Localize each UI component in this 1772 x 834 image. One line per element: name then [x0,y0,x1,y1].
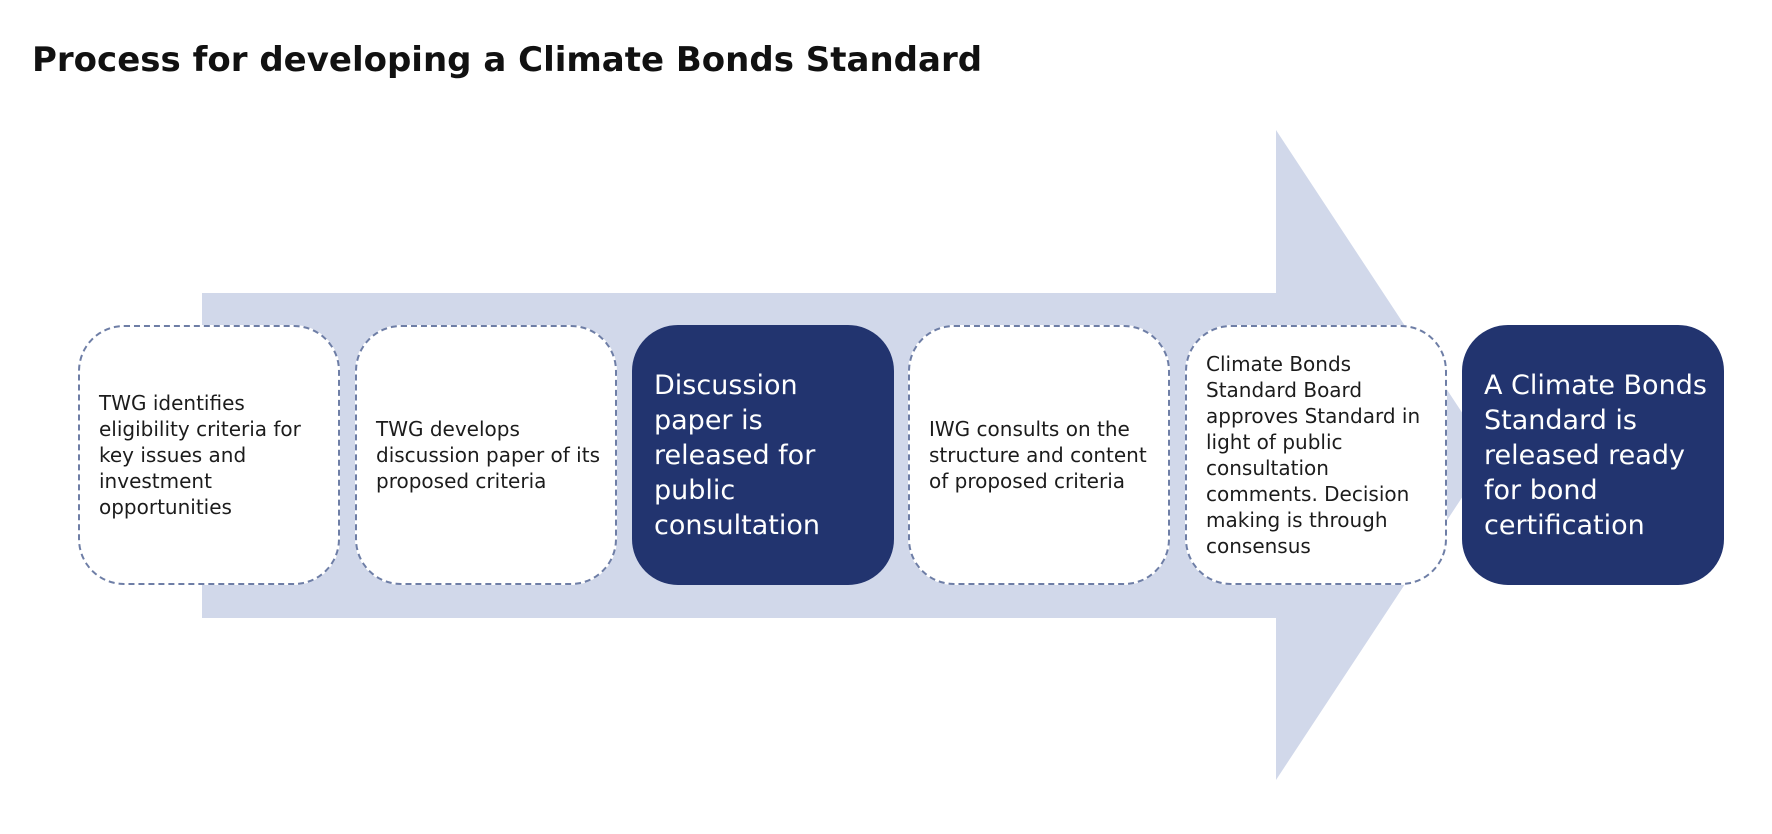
step-1-box: TWG identifies eligibility criteria for … [78,325,340,585]
step-2-text: TWG develops discussion paper of its pro… [376,417,600,493]
step-5-text: Climate Bonds Standard Board approves St… [1206,352,1421,558]
step-5-box: Climate Bonds Standard Board approves St… [1185,325,1447,585]
step-2-box: TWG develops discussion paper of its pro… [355,325,617,585]
step-3-box: Discussion paper is released for public … [632,325,894,585]
step-6-box: A Climate Bonds Standard is released rea… [1462,325,1724,585]
step-4-text: IWG consults on the structure and conten… [929,417,1147,493]
step-6-text: A Climate Bonds Standard is released rea… [1484,369,1707,541]
step-1-text: TWG identifies eligibility criteria for … [99,391,301,519]
step-3-text: Discussion paper is released for public … [654,369,821,541]
step-4-box: IWG consults on the structure and conten… [908,325,1170,585]
diagram-title: Process for developing a Climate Bonds S… [32,40,983,80]
